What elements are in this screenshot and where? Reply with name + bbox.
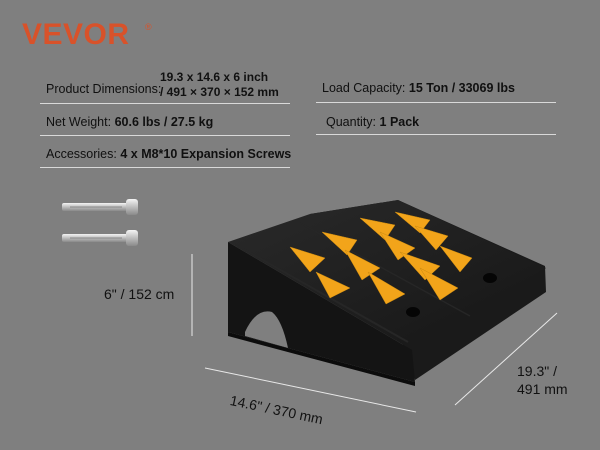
spec-net-weight: Net Weight: 60.6 lbs / 27.5 kg — [46, 115, 213, 129]
spec-net-weight-value: 60.6 lbs / 27.5 kg — [114, 115, 214, 129]
spec-quantity-label: Quantity: — [326, 115, 377, 129]
length-dimension-inch: 19.3" / — [517, 363, 557, 379]
spec-load-capacity-value: 15 Ton / 33069 lbs — [408, 81, 515, 95]
spec-load-capacity-label: Load Capacity: — [322, 81, 406, 95]
expansion-screw-icon — [62, 230, 138, 246]
spec-dimensions-value-inch: 19.3 x 14.6 x 6 inch — [160, 70, 269, 84]
height-dimension-label: 6" / 152 cm — [104, 286, 175, 302]
spec-quantity: Quantity: 1 Pack — [326, 115, 419, 129]
length-dimension-mm: 491 mm — [517, 381, 568, 397]
divider — [40, 103, 290, 104]
length-dimension-label: 19.3" / 491 mm — [517, 362, 568, 398]
spec-dimensions-label: Product Dimensions: — [46, 82, 162, 96]
length-dimension-line — [454, 312, 558, 406]
width-dimension-line — [204, 367, 417, 413]
divider — [316, 102, 556, 103]
spec-accessories-value: 4 x M8*10 Expansion Screws — [120, 147, 292, 161]
curb-ramp-illustration — [228, 200, 546, 386]
divider — [316, 134, 556, 135]
registered-mark: ® — [145, 22, 152, 32]
spec-dimensions-value-mm: / 491 × 370 × 152 mm — [160, 85, 279, 99]
expansion-screw-icon — [62, 199, 138, 215]
spec-net-weight-label: Net Weight: — [46, 115, 112, 129]
divider — [40, 167, 290, 168]
spec-accessories: Accessories: 4 x M8*10 Expansion Screws — [46, 147, 291, 161]
reflector-pattern — [289, 211, 473, 305]
spec-dimensions-value: 19.3 x 14.6 x 6 inch / 491 × 370 × 152 m… — [160, 70, 279, 100]
spec-dimensions: Product Dimensions: — [46, 82, 161, 96]
brand-logo: VEVOR — [22, 18, 130, 51]
spec-quantity-value: 1 Pack — [379, 115, 420, 129]
spec-load-capacity: Load Capacity: 15 Ton / 33069 lbs — [322, 81, 515, 95]
divider — [40, 135, 290, 136]
spec-accessories-label: Accessories: — [46, 147, 117, 161]
